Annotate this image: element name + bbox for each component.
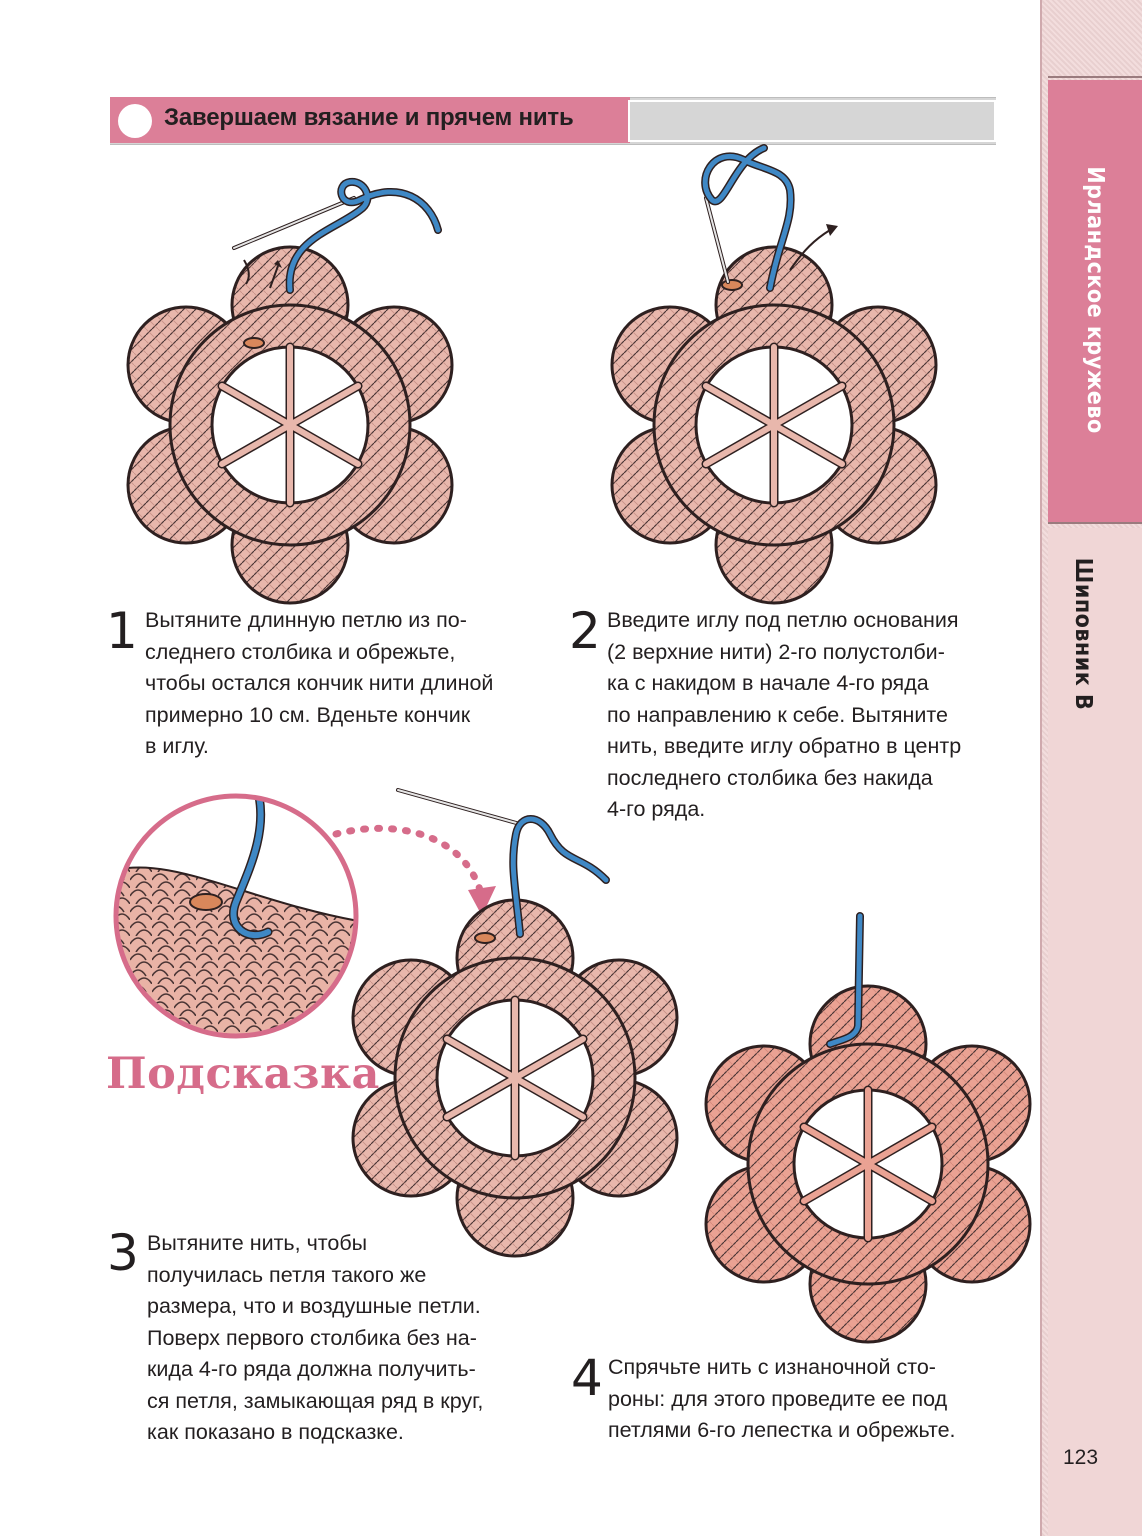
step-2-line: ка с накидом в начале 4-го ряда	[607, 671, 929, 695]
arrow-icon	[332, 824, 496, 916]
section-label: Ирландское кружево	[1082, 166, 1108, 434]
magnifier-circle	[113, 793, 359, 1039]
flower-motif-illustration-2	[610, 144, 938, 605]
tab-top-line	[1048, 76, 1142, 78]
step-1-line: следнего столбика и обрежьте,	[145, 639, 456, 664]
heading-box	[628, 100, 996, 142]
flower-motif-illustration-1	[126, 177, 454, 605]
step-2-text: Введите иглу под петлю основания (2 верх…	[607, 605, 961, 826]
step-2-line: последнего столбика без накида	[607, 765, 933, 790]
hint-title: Подсказка	[106, 1049, 380, 1099]
step-3-line: размера, что и воздушные петли.	[147, 1294, 481, 1318]
side-divider	[1040, 0, 1042, 1536]
page-title: Завершаем вязание и прячем нить	[164, 104, 574, 131]
step-3-line: кида 4-го ряда должна получить-	[147, 1357, 476, 1381]
page-number: 123	[1063, 1446, 1099, 1469]
step-4-line: Спрячьте нить с изнаночной сто-	[608, 1355, 936, 1379]
step-3-line: ся петля, замыкающая ряд в круг,	[147, 1388, 484, 1413]
flower-motif-illustration-3	[351, 788, 679, 1258]
step-2-line: нить, введите иглу обратно в центр	[607, 734, 962, 758]
flower-motif-illustration-4	[704, 912, 1032, 1344]
step-1-number: 1	[106, 602, 138, 660]
heading-accent	[110, 97, 630, 143]
step-4-text: Спрячьте нить с изнаночной сто- роны: дл…	[608, 1352, 956, 1447]
step-1-text: Вытяните длинную петлю из по- следнего с…	[145, 605, 493, 763]
step-1-line: примерно 10 см. Вденьте кончик	[145, 702, 471, 727]
step-2-line: Введите иглу под петлю основания	[607, 608, 959, 632]
step-3-line: Поверх первого столбика без на-	[147, 1325, 477, 1350]
step-4-number: 4	[571, 1349, 603, 1407]
tab-subsection	[1048, 528, 1142, 1536]
tab-section	[1048, 80, 1142, 522]
step-1-line: в иглу.	[145, 734, 209, 758]
bullet-circle-icon	[118, 104, 152, 138]
step-4-line: петлями 6-го лепестка и обрежьте.	[608, 1418, 956, 1442]
step-3-line: получилась петля такого же	[147, 1262, 427, 1287]
step-3-line: как показано в подсказке.	[147, 1420, 404, 1444]
step-3-number: 3	[107, 1224, 139, 1282]
tab-middle-line	[1048, 522, 1142, 524]
step-1-line: чтобы остался кончик нити длиной	[145, 671, 494, 695]
step-3-line: Вытяните нить, чтобы	[147, 1231, 368, 1255]
step-2-line: 4-го ряда.	[607, 797, 706, 821]
step-2-line: (2 верхние нити) 2-го полустолби-	[607, 639, 945, 664]
step-4-line: роны: для этого проведите ее под	[608, 1386, 948, 1411]
step-1-line: Вытяните длинную петлю из по-	[145, 608, 467, 632]
step-3-text: Вытяните нить, чтобы получилась петля та…	[147, 1228, 483, 1449]
step-2-line: по направлению к себе. Вытяните	[607, 702, 948, 727]
step-2-number: 2	[569, 602, 601, 660]
subsection-label: Шиповник В	[1070, 557, 1096, 711]
